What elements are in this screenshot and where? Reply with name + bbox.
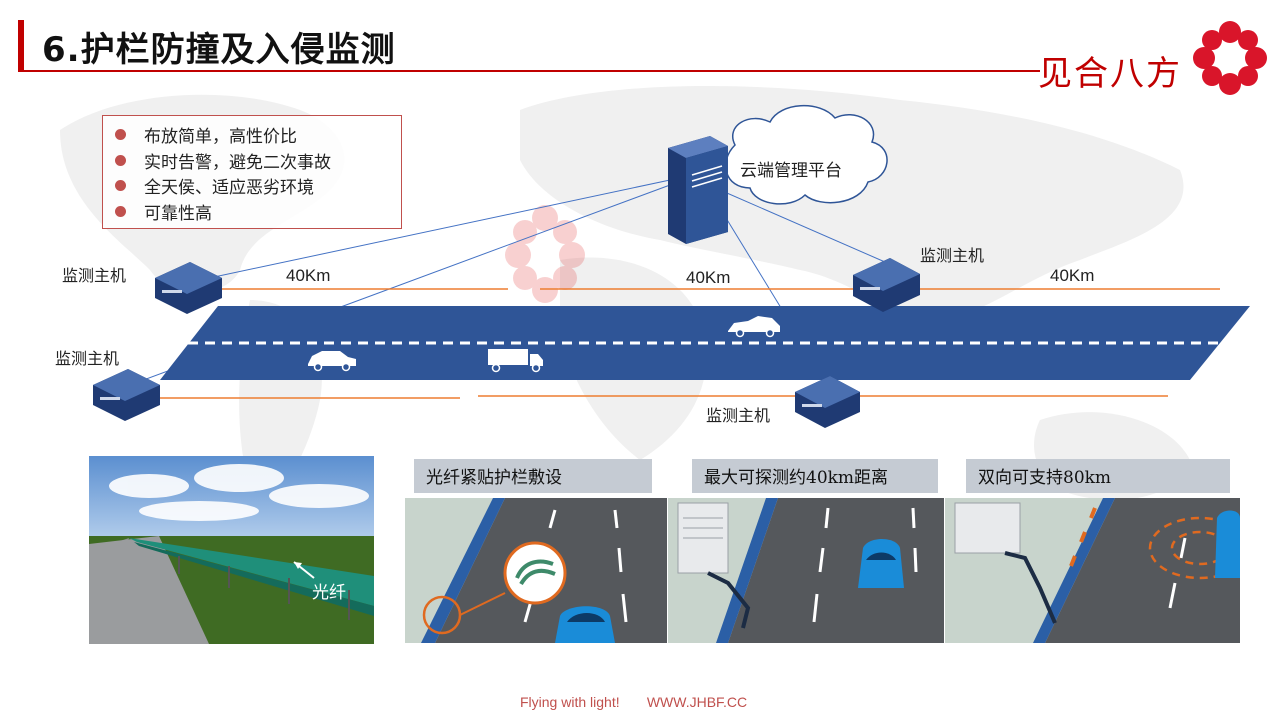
host-label: 监测主机: [62, 266, 127, 285]
step-caption: 光纤紧贴护栏敷设: [414, 459, 652, 493]
bullet-dot-icon: [115, 154, 126, 166]
title-accent-bar: [18, 20, 24, 70]
step-caption: 最大可探测约40km距离: [692, 459, 938, 493]
monitor-host-icon: [853, 258, 920, 312]
distance-label: 40Km: [286, 266, 331, 285]
guardrail-photo: [89, 456, 374, 644]
cloud-icon: [725, 105, 888, 205]
feature-text: 布放简单，高性价比: [144, 127, 297, 148]
monitoring-diagram: [93, 105, 1250, 428]
host-label: 监测主机: [706, 406, 771, 425]
bullet-dot-icon: [115, 205, 126, 217]
step-illustration-3: [945, 498, 1240, 643]
truck-icon: [488, 349, 543, 373]
footer: Flying with light! WWW.JHBF.CC: [520, 694, 747, 710]
monitor-host-icon: [795, 376, 860, 428]
feature-text: 全天侯、适应恶劣环境: [144, 178, 314, 199]
footer-slogan: Flying with light!: [520, 694, 620, 710]
monitor-host-icon: [155, 262, 222, 314]
sports-car-icon: [728, 316, 780, 338]
feature-item: 布放简单，高性价比: [115, 122, 401, 148]
distance-label: 40Km: [686, 268, 731, 287]
footer-url[interactable]: WWW.JHBF.CC: [646, 694, 748, 710]
fiber-label: 光纤: [312, 583, 346, 603]
bullet-dot-icon: [115, 129, 126, 141]
page-title: 6.护栏防撞及入侵监测: [42, 30, 396, 70]
brand-logo: [1193, 21, 1267, 95]
feature-item: 可靠性高: [115, 199, 401, 225]
cloud-platform-label: 云端管理平台: [740, 161, 842, 181]
brand-name: 见合八方: [1038, 54, 1182, 94]
host-label: 监测主机: [55, 349, 120, 368]
distance-label: 40Km: [1050, 266, 1095, 285]
car-icon: [308, 351, 356, 372]
host-label: 监测主机: [920, 246, 985, 265]
title-underline: [18, 70, 1040, 72]
monitor-host-icon: [93, 369, 160, 421]
server-icon: [668, 136, 728, 244]
feature-text: 可靠性高: [144, 203, 212, 224]
step-illustration-2: [668, 498, 944, 643]
step-illustration-1: [405, 498, 667, 643]
feature-item: 全天侯、适应恶劣环境: [115, 173, 401, 199]
bullet-dot-icon: [115, 180, 126, 192]
feature-item: 实时告警，避免二次事故: [115, 148, 401, 174]
step-caption: 双向可支持80km: [966, 459, 1230, 493]
feature-list: 布放简单，高性价比 实时告警，避免二次事故 全天侯、适应恶劣环境 可靠性高: [102, 115, 402, 229]
feature-text: 实时告警，避免二次事故: [144, 152, 331, 173]
